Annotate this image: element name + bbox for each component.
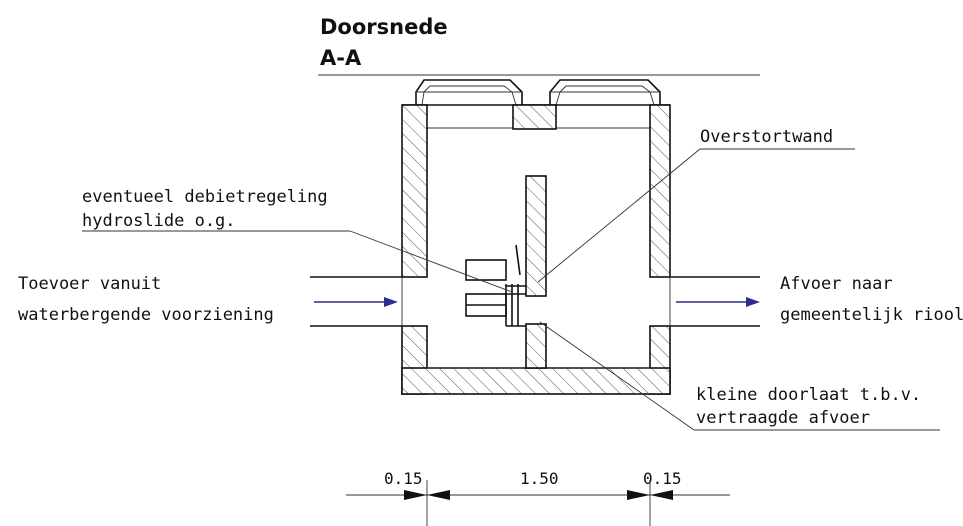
label-overstortwand: Overstortwand xyxy=(700,127,833,147)
overflow-wall-lower xyxy=(525,323,547,369)
inlet-pipe xyxy=(310,276,403,327)
left-wall-upper xyxy=(401,104,428,278)
dim-wall-right: 0.15 xyxy=(643,469,682,488)
label-regeling-line-2: hydroslide o.g. xyxy=(82,211,236,231)
leader-lines xyxy=(82,148,940,431)
right-wall-upper xyxy=(649,104,671,278)
inflow-arrow xyxy=(314,297,398,307)
label-afvoer-line-1: Afvoer naar xyxy=(780,274,893,294)
title-line-2: A-A xyxy=(320,46,362,70)
dim-wall-left: 0.15 xyxy=(384,469,423,488)
central-beam xyxy=(512,104,557,130)
outflow-arrow xyxy=(676,297,760,307)
overflow-wall-upper xyxy=(525,175,547,297)
label-toevoer-line-2: waterbergende voorziening xyxy=(18,305,274,325)
label-doorlaat-line-2: vertraagde afvoer xyxy=(696,408,870,428)
label-afvoer-line-2: gemeentelijk riool xyxy=(780,305,963,325)
outlet-pipe xyxy=(669,276,760,327)
title-line-1: Doorsnede xyxy=(320,15,448,39)
label-toevoer-line-1: Toevoer vanuit xyxy=(18,274,161,294)
dimension-line xyxy=(346,480,730,526)
flow-regulator xyxy=(465,244,526,327)
label-regeling-line-1: eventueel debietregeling xyxy=(82,187,328,207)
dim-inner-width: 1.50 xyxy=(520,469,559,488)
label-doorlaat-line-1: kleine doorlaat t.b.v. xyxy=(696,385,921,405)
manhole-cover-right xyxy=(549,79,661,106)
manhole-cover-left xyxy=(415,79,523,106)
floor-slab xyxy=(401,367,671,395)
